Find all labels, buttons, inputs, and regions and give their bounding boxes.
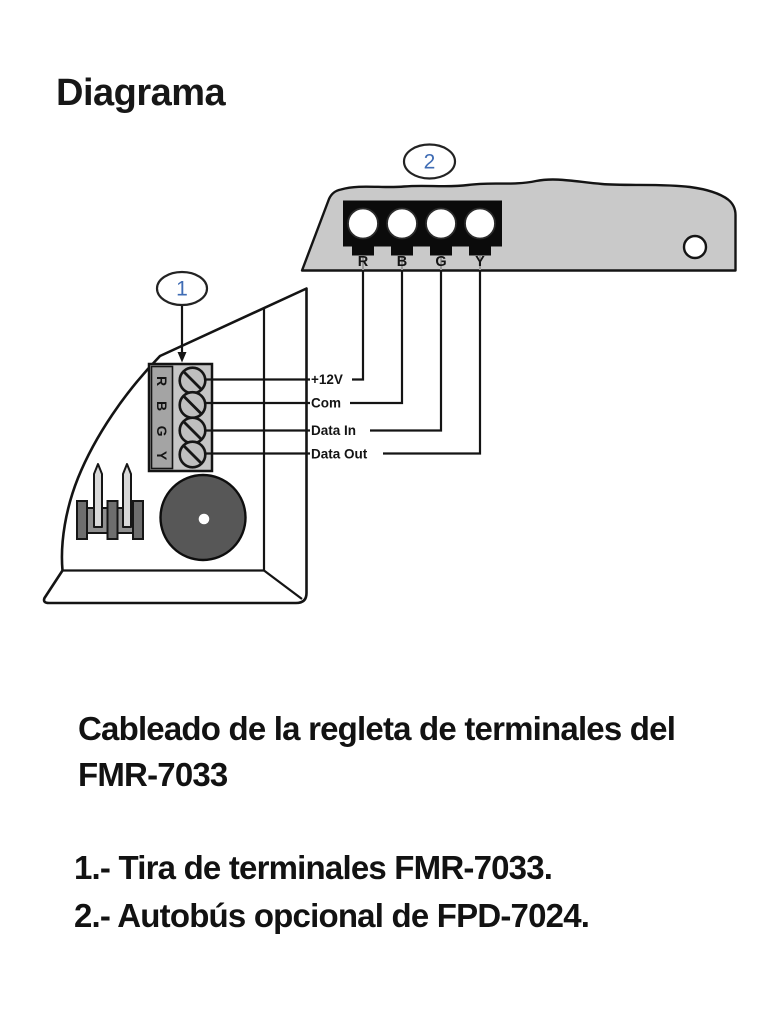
screw-terminal — [178, 440, 207, 469]
strip-label-y: Y — [154, 451, 170, 461]
panel-terminal-label-r: R — [358, 254, 369, 270]
figure-caption: Cableado de la regleta de terminales del… — [78, 706, 676, 798]
screw-terminal — [178, 390, 207, 420]
wire-label-12v: +12V — [311, 372, 343, 387]
page-title: Diagrama — [56, 72, 226, 114]
wire-data-out — [383, 271, 482, 455]
wire-label-data-in: Data In — [311, 423, 356, 438]
caption-line-2: FMR-7033 — [78, 756, 228, 793]
callout-1: 1 — [155, 270, 209, 363]
screw-terminal — [178, 366, 207, 395]
callout-2: 2 — [402, 143, 457, 180]
wire-label-data-out: Data Out — [311, 447, 368, 462]
strip-label-g: G — [154, 426, 170, 437]
wire-com — [350, 271, 404, 405]
screw-terminal — [178, 416, 207, 445]
terminal-tab — [352, 246, 374, 256]
terminal-tab — [469, 246, 491, 256]
pin — [122, 463, 132, 528]
arrowhead — [177, 352, 187, 363]
panel-terminal-label-g: G — [435, 254, 446, 270]
wire-plus12v — [352, 271, 365, 381]
sounder-center-hole — [198, 513, 210, 525]
strip-label-column — [150, 365, 174, 470]
callout-1-number: 1 — [176, 278, 188, 301]
wires — [204, 271, 482, 455]
pin — [93, 463, 103, 528]
terminal-g — [425, 207, 457, 240]
panel-terminal-label-y: Y — [475, 254, 485, 270]
strip-label-r: R — [154, 376, 170, 386]
legend-item-2: 2.- Autobús opcional de FPD-7024. — [74, 897, 590, 934]
legend-item-1: 1.- Tira de terminales FMR-7033. — [74, 849, 553, 886]
strip-screws — [178, 366, 207, 469]
housing-base-corner — [263, 569, 303, 600]
board-mounting-hole — [682, 234, 708, 260]
strip-terminal-letters: R B G Y — [154, 376, 170, 461]
terminal-tab — [430, 246, 452, 256]
terminal-b — [386, 207, 418, 240]
terminal-y — [464, 207, 496, 240]
panel-terminal-label-b: B — [397, 254, 407, 270]
wire-label-com: Com — [311, 396, 341, 411]
mounting-pins — [76, 463, 144, 540]
caption-line-1: Cableado de la regleta de terminales del — [78, 710, 676, 747]
terminal-tab — [391, 246, 413, 256]
wire-data-in — [370, 271, 443, 432]
terminal-r — [347, 207, 379, 240]
figure-legend: 1.- Tira de terminales FMR-7033. 2.- Aut… — [74, 844, 590, 940]
wiring-diagram: R B G Y R B G Y — [42, 143, 737, 605]
callout-2-number: 2 — [424, 151, 436, 174]
strip-label-b: B — [154, 401, 170, 411]
